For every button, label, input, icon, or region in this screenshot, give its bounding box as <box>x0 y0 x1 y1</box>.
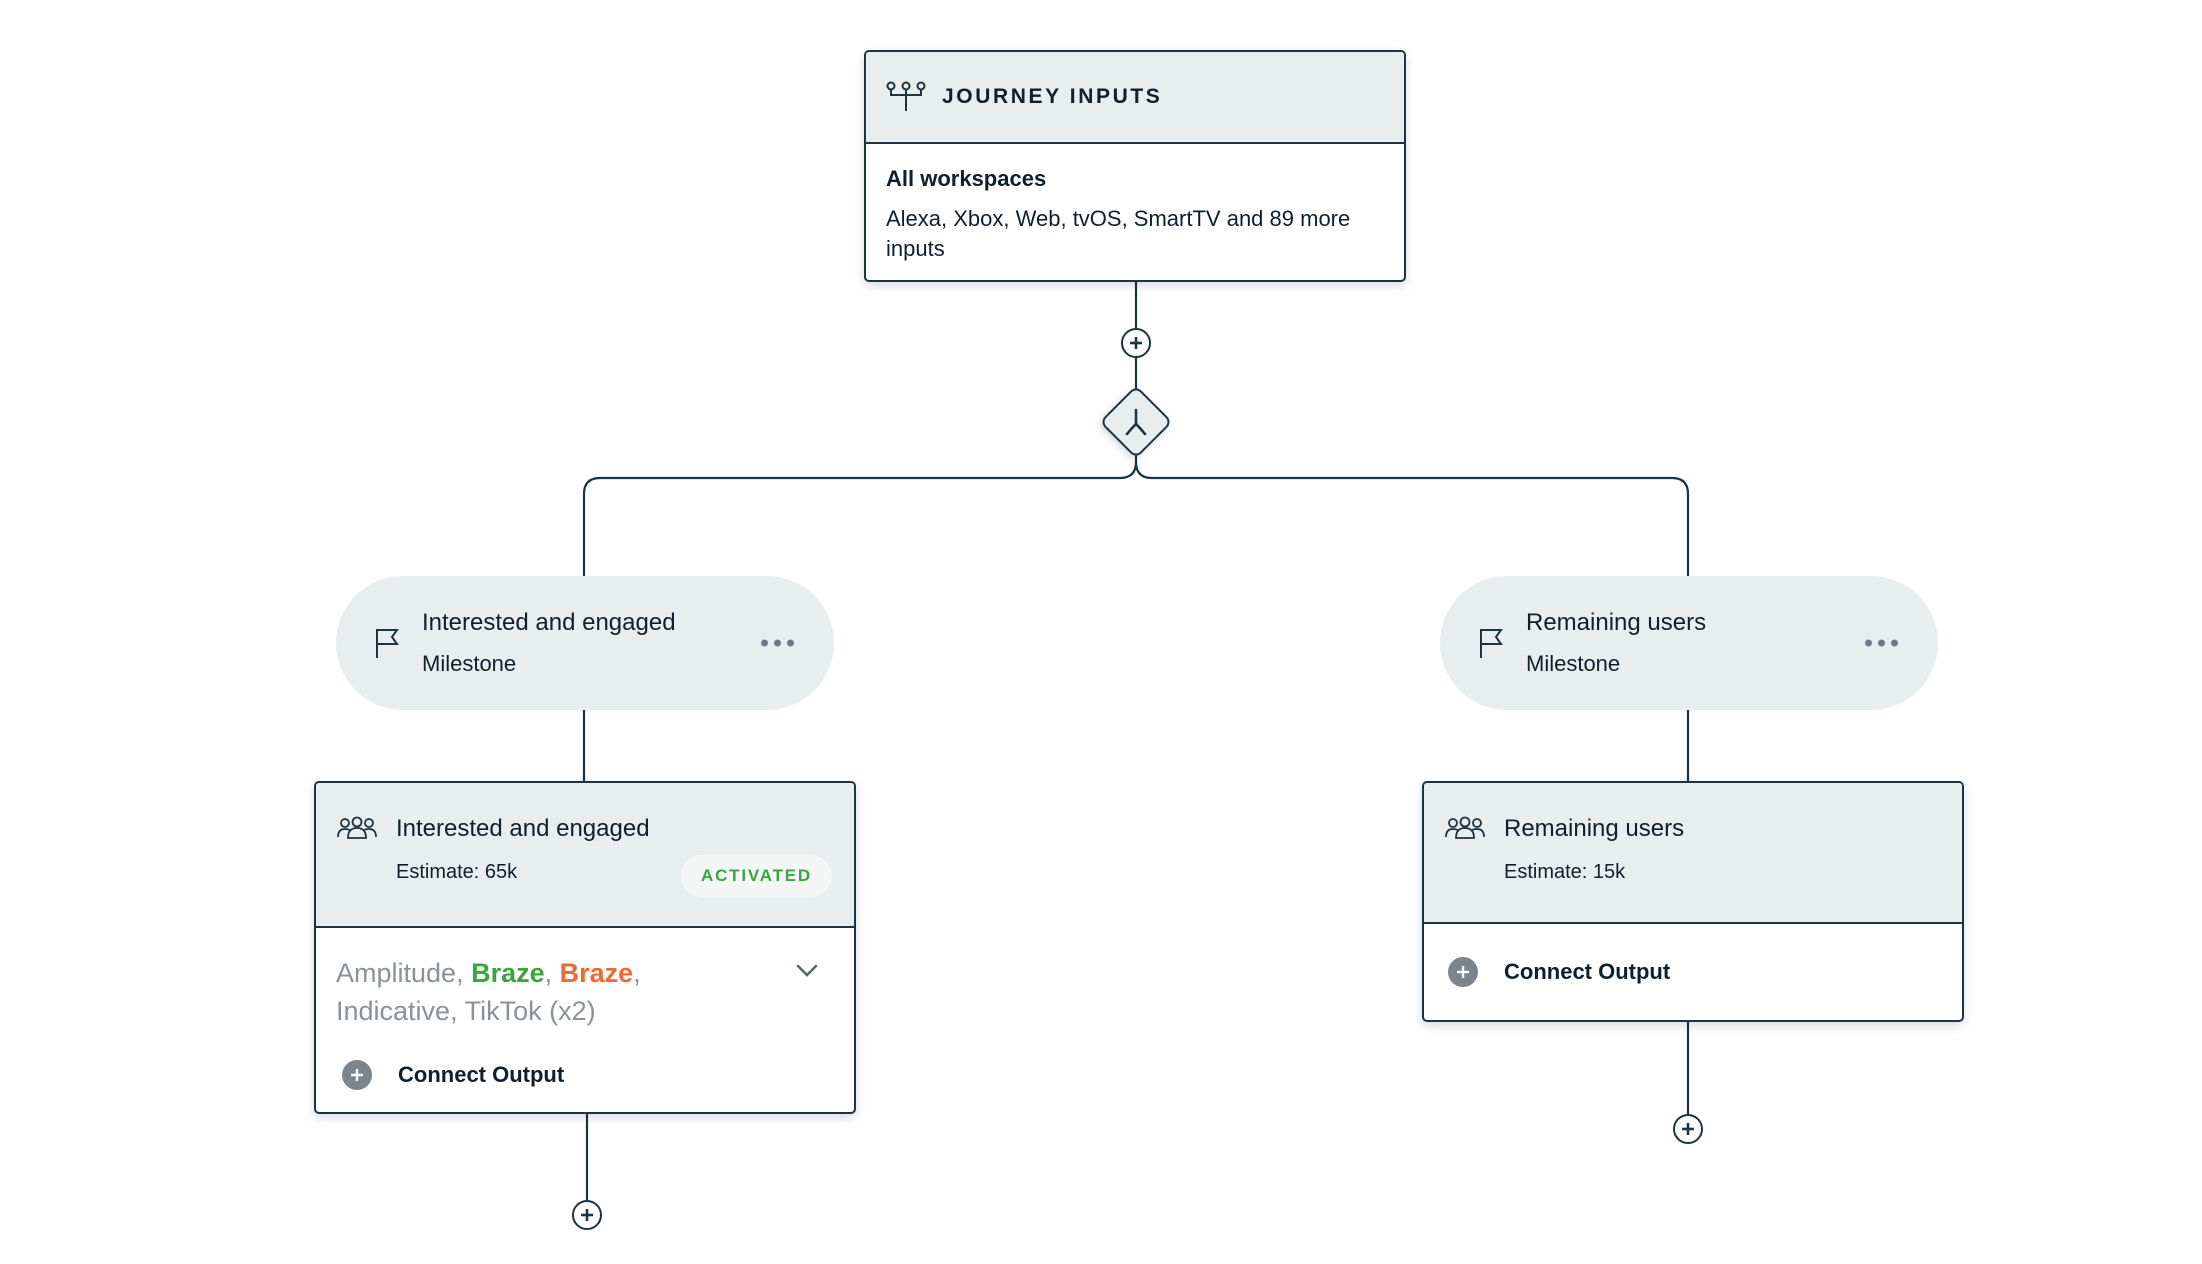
inputs-icon <box>886 81 926 111</box>
connect-output-button[interactable]: Connect Output <box>316 1030 854 1090</box>
add-step-button[interactable] <box>1121 328 1151 358</box>
dot-icon <box>787 639 794 647</box>
dot-icon <box>774 639 781 647</box>
flag-icon <box>1480 629 1503 658</box>
add-circle-icon <box>1448 957 1478 987</box>
audience-card-interested-engaged[interactable]: Interested and engaged Estimate: 65k ACT… <box>314 781 856 1114</box>
dot-icon <box>761 639 768 647</box>
dot-icon <box>1878 639 1885 647</box>
milestone-subtitle: Milestone <box>1526 651 1621 676</box>
plus-icon <box>1682 1123 1694 1135</box>
journey-inputs-card[interactable]: JOURNEY INPUTS All workspaces Alexa, Xbo… <box>864 50 1406 282</box>
journey-inputs-header: JOURNEY INPUTS <box>866 52 1404 144</box>
chevron-down-icon[interactable] <box>794 962 820 980</box>
milestone-interested-engaged[interactable]: Interested and engaged Milestone <box>336 576 834 710</box>
more-options-button[interactable] <box>755 634 800 653</box>
status-badge: ACTIVATED <box>681 855 832 897</box>
plus-icon <box>581 1209 593 1221</box>
journey-inputs-title: JOURNEY INPUTS <box>942 85 1163 108</box>
destination-braze-error: Braze <box>559 958 634 988</box>
destination-braze-success: Braze <box>471 958 545 988</box>
inputs-description: Alexa, Xbox, Web, tvOS, SmartTV and 89 m… <box>886 206 1351 261</box>
more-options-button[interactable] <box>1859 634 1904 653</box>
add-step-button-left[interactable] <box>572 1200 602 1230</box>
audience-estimate: Estimate: 15k <box>1504 861 1626 883</box>
audience-header: Remaining users Estimate: 15k <box>1424 783 1962 924</box>
dot-icon <box>1891 639 1898 647</box>
audience-icon <box>337 816 377 839</box>
plus-icon <box>1130 337 1142 349</box>
audience-icon <box>1445 816 1485 839</box>
milestone-subtitle: Milestone <box>422 651 517 676</box>
milestone-title: Interested and engaged <box>422 609 676 636</box>
connect-output-label: Connect Output <box>1504 959 1671 984</box>
audience-title: Remaining users <box>1504 815 1685 842</box>
milestone-title: Remaining users <box>1526 609 1707 636</box>
audience-title: Interested and engaged <box>396 815 650 842</box>
audience-estimate: Estimate: 65k <box>396 861 518 883</box>
add-circle-icon <box>342 1060 372 1090</box>
connect-output-label: Connect Output <box>398 1062 565 1087</box>
destination-indicative: Indicative <box>336 996 451 1026</box>
audience-header: Interested and engaged Estimate: 65k ACT… <box>316 783 854 928</box>
audience-card-remaining-users[interactable]: Remaining users Estimate: 15k Connect Ou… <box>1422 781 1964 1022</box>
dot-icon <box>1865 639 1872 647</box>
add-step-button-right[interactable] <box>1673 1114 1703 1144</box>
destination-tiktok: TikTok (x2) <box>464 996 596 1026</box>
flag-icon <box>376 629 399 658</box>
connect-output-button[interactable]: Connect Output <box>1424 924 1962 987</box>
inputs-subtitle: All workspaces <box>886 166 1047 191</box>
destination-list: Amplitude, Braze, Braze,Indicative, TikT… <box>316 928 854 1030</box>
destination-amplitude: Amplitude <box>336 958 457 988</box>
milestone-remaining-users[interactable]: Remaining users Milestone <box>1440 576 1938 710</box>
